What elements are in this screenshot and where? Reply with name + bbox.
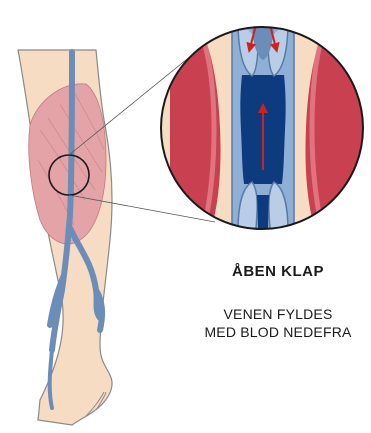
caption-line-1: VENEN FYLDES bbox=[185, 306, 371, 322]
zoom-view bbox=[161, 10, 370, 250]
leg bbox=[18, 50, 112, 425]
leg-vein-lower bbox=[50, 350, 52, 408]
caption-title: ÅBEN KLAP bbox=[185, 263, 371, 280]
caption-line-2: MED BLOD NEDEFRA bbox=[185, 324, 371, 340]
lower-valve-channel bbox=[257, 195, 269, 250]
